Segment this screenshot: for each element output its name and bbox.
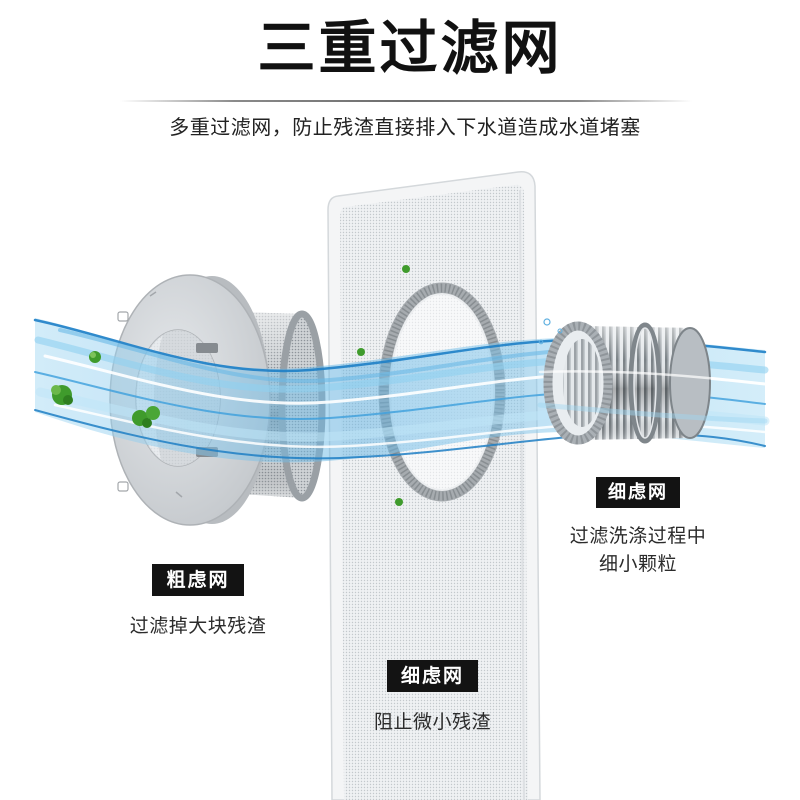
water-splash [537,318,768,424]
callout-cylinder-filter: 细虑网 过滤洗涤过程中 细小颗粒 [548,477,728,578]
page-subtitle: 多重过滤网，防止残渣直接排入下水道造成水道堵塞 [169,115,641,139]
mesh-panel-description: 阻止微小残渣 [373,711,491,733]
debris-particle [51,385,73,405]
callout-mesh-panel: 细虑网 阻止微小残渣 [350,660,515,736]
mesh-panel-label: 细虑网 [386,660,478,692]
cylinder-filter-description-line2: 细小颗粒 [598,553,677,575]
coarse-filter-description: 过滤掉大块残渣 [129,615,267,637]
debris-particle [357,348,365,356]
debris-particle [89,351,101,363]
page-title: 三重过滤网 [257,14,563,82]
cylinder-filter-label: 细虑网 [596,477,680,508]
debris-particle [402,265,410,273]
title-divider [120,100,692,102]
coarse-filter-label: 粗虑网 [152,564,244,596]
debris-particle [395,498,403,506]
callout-coarse-filter: 粗虑网 过滤掉大块残渣 [108,564,288,640]
cylinder-filter-description-line1: 过滤洗涤过程中 [569,525,707,547]
debris-particles [51,265,410,506]
cylinder-filter [543,321,711,445]
debris-particle [132,406,160,428]
